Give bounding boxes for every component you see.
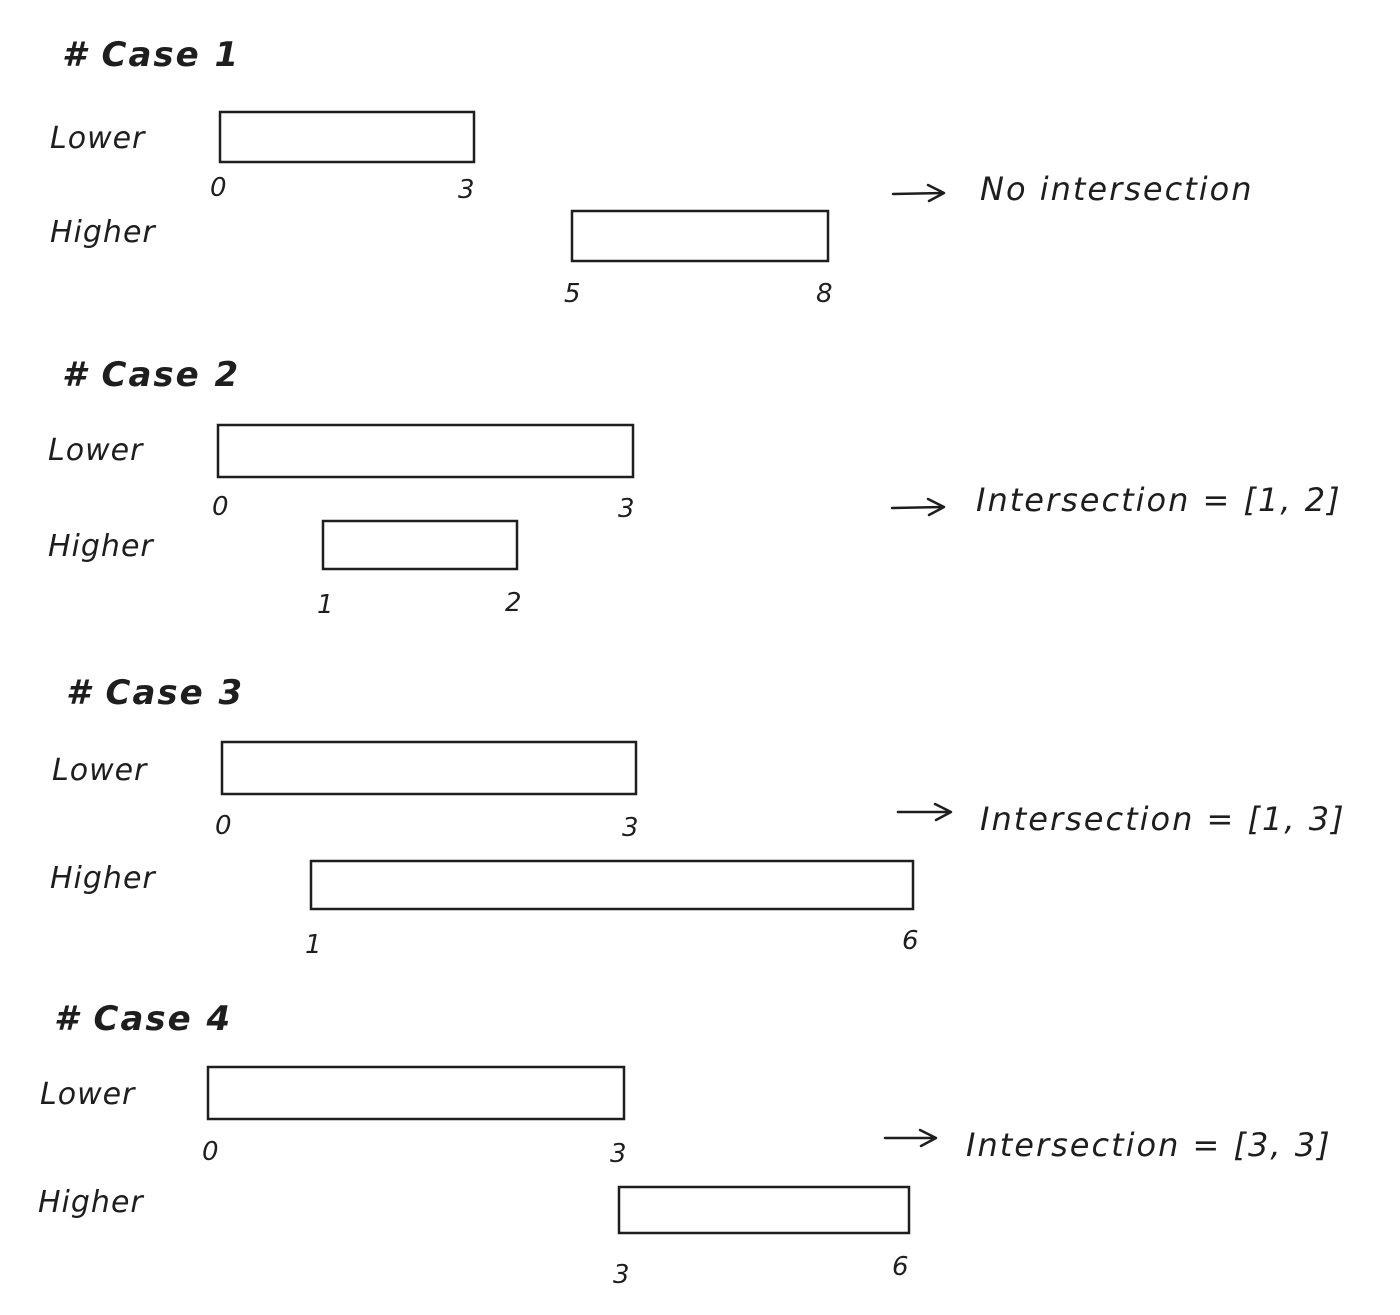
lower-interval-bar xyxy=(218,110,476,164)
arrow-icon xyxy=(883,1128,938,1148)
lower-start-tick: 0 xyxy=(210,173,227,203)
lower-start-tick: 0 xyxy=(215,811,232,841)
arrow-icon xyxy=(891,183,946,203)
higher-label: Higher xyxy=(50,215,156,250)
higher-start-tick: 3 xyxy=(613,1260,630,1290)
lower-interval-bar xyxy=(220,740,638,796)
arrow-icon xyxy=(896,802,953,822)
higher-label: Higher xyxy=(48,529,154,564)
lower-interval-bar xyxy=(216,423,635,479)
higher-interval-bar xyxy=(309,859,915,911)
case-title: # Case 2 xyxy=(62,355,240,395)
result-text: Intersection = [1, 2] xyxy=(976,481,1342,519)
lower-label: Lower xyxy=(50,121,146,156)
result-text: Intersection = [1, 3] xyxy=(980,800,1346,838)
result-text: No intersection xyxy=(980,170,1254,208)
higher-label: Higher xyxy=(38,1185,144,1220)
lower-end-tick: 3 xyxy=(622,813,639,843)
case-1: # Case 1 Lower 0 3 Higher 5 8 No interse… xyxy=(50,35,1254,309)
result-text: Intersection = [3, 3] xyxy=(966,1126,1332,1164)
case-4: # Case 4 Lower 0 3 Higher 3 6 Intersecti… xyxy=(38,999,1332,1290)
lower-interval-bar xyxy=(206,1065,626,1121)
case-title: # Case 3 xyxy=(66,673,244,713)
lower-end-tick: 3 xyxy=(610,1139,627,1169)
higher-end-tick: 6 xyxy=(902,926,919,956)
higher-label: Higher xyxy=(50,861,156,896)
higher-interval-bar xyxy=(321,519,519,571)
higher-start-tick: 5 xyxy=(564,279,581,309)
higher-start-tick: 1 xyxy=(305,930,322,960)
higher-end-tick: 2 xyxy=(505,588,522,618)
case-2: # Case 2 Lower 0 3 Higher 1 2 Intersecti… xyxy=(48,355,1342,620)
case-title: # Case 1 xyxy=(62,35,240,75)
lower-label: Lower xyxy=(52,753,148,788)
case-title: # Case 4 xyxy=(54,999,232,1039)
lower-end-tick: 3 xyxy=(458,175,475,205)
higher-interval-bar xyxy=(570,209,830,263)
higher-interval-bar xyxy=(617,1185,911,1235)
case-3: # Case 3 Lower 0 3 Higher 1 6 Intersecti… xyxy=(50,673,1346,960)
lower-end-tick: 3 xyxy=(618,494,635,524)
higher-start-tick: 1 xyxy=(317,590,334,620)
higher-end-tick: 6 xyxy=(892,1252,909,1282)
lower-label: Lower xyxy=(40,1077,136,1112)
arrow-icon xyxy=(890,497,946,517)
lower-start-tick: 0 xyxy=(202,1137,219,1167)
lower-start-tick: 0 xyxy=(212,492,229,522)
lower-label: Lower xyxy=(48,433,144,468)
higher-end-tick: 8 xyxy=(816,279,833,309)
